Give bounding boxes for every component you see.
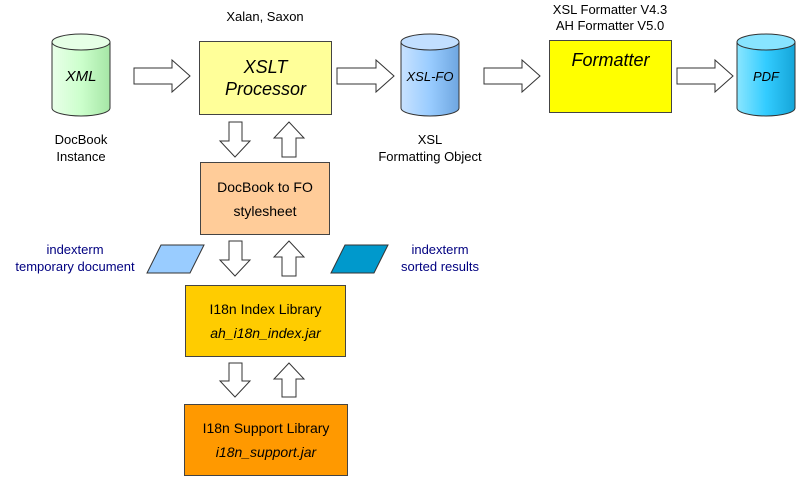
i18n-support-library-box: I18n Support Library i18n_support.jar (184, 404, 348, 476)
temp-document-parallelogram-icon (146, 244, 205, 274)
docbook-to-fo-box: DocBook to FO stylesheet (200, 162, 330, 235)
index-lib-line2: ah_i18n_index.jar (210, 325, 321, 341)
xslt-above-caption: Xalan, Saxon (226, 9, 304, 24)
arrow-up-3-icon (272, 362, 306, 398)
xslt-processor-box: XSLT Processor (199, 41, 332, 115)
support-lib-line2: i18n_support.jar (215, 444, 317, 460)
xsl-fo-caption-line2: Formatting Object (378, 149, 482, 164)
arrow-down-3-icon (218, 362, 252, 398)
i18n-index-library-box: I18n Index Library ah_i18n_index.jar (185, 285, 346, 357)
xml-label: XML (65, 68, 97, 85)
formatter-box: Formatter (549, 40, 672, 113)
arrow-xslt-to-fo-icon (336, 58, 395, 94)
xsl-fo-cylinder-icon (400, 33, 460, 117)
docbook-to-fo-line2: stylesheet (233, 202, 297, 219)
docbook-to-fo-line1: DocBook to FO (217, 178, 313, 195)
sorted-results-parallelogram-icon (330, 244, 389, 274)
pdf-label: PDF (753, 69, 779, 84)
support-lib-line1: I18n Support Library (202, 420, 330, 436)
formatter-above-line1: XSL Formatter V4.3 (552, 2, 668, 17)
arrow-down-1-icon (218, 121, 252, 158)
temp-document-caption-line1: indexterm (46, 242, 104, 257)
xsl-fo-caption-line1: XSL (417, 132, 443, 147)
temp-document-caption-line2: temporary document (15, 259, 135, 274)
sorted-results-caption-line1: indexterm (411, 242, 469, 257)
pdf-cylinder-icon (736, 33, 796, 117)
arrow-xml-to-xslt-icon (133, 58, 191, 94)
xml-caption-line1: DocBook (54, 132, 108, 147)
formatter-above-line2: AH Formatter V5.0 (555, 18, 665, 33)
sorted-results-caption-line2: sorted results (400, 259, 480, 274)
formatter-label: Formatter (571, 50, 650, 70)
arrow-formatter-to-pdf-icon (676, 58, 734, 94)
xslt-line1: XSLT (243, 57, 288, 77)
arrow-down-2-icon (218, 240, 252, 277)
arrow-up-1-icon (272, 121, 306, 158)
arrow-fo-to-formatter-icon (483, 58, 541, 94)
xml-caption-line2: Instance (56, 149, 106, 164)
arrow-up-2-icon (272, 240, 306, 277)
xml-cylinder-icon (51, 33, 111, 117)
xslt-line2: Processor (224, 79, 307, 99)
index-lib-line1: I18n Index Library (209, 301, 322, 317)
xsl-fo-label: XSL-FO (406, 69, 454, 84)
